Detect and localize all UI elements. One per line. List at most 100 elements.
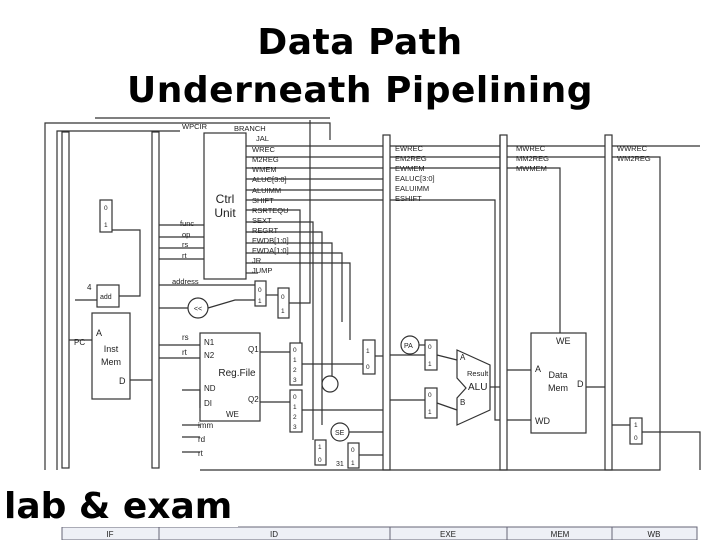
alu-a-mux-0: 0 — [428, 344, 432, 351]
wire-fwd — [246, 209, 301, 343]
inst-mem-name-1: Inst — [104, 344, 119, 354]
ctrl-out-7: ALUIMM — [252, 186, 281, 195]
alu-b-mux-0: 0 — [428, 392, 432, 399]
ctrl-out-13: FWDA[1:0] — [252, 246, 289, 255]
wb-mux — [629, 417, 643, 445]
fwd-a-2: 2 — [293, 367, 297, 374]
regfile-rt-in: rt — [182, 348, 188, 357]
stage-exe: EXE — [440, 530, 456, 539]
wb-sig-0: WWREC — [617, 144, 648, 153]
ctrl-out-3: WREC — [252, 145, 275, 154]
regfile-rd: rd — [198, 435, 205, 444]
stage-wb: WB — [648, 530, 661, 539]
regrt-mux — [314, 439, 327, 466]
data-mem-a: A — [535, 364, 541, 374]
inst-mem-name-2: Mem — [101, 357, 121, 367]
mux-jump-2-1: 1 — [281, 308, 285, 315]
data-mem-we: WE — [556, 336, 571, 346]
ex-sig-2: EWMEM — [395, 164, 425, 173]
regfile-n1: N1 — [204, 338, 215, 347]
ctrl-in-func: func — [180, 219, 194, 228]
regfile-box — [199, 332, 261, 422]
pc-mux — [99, 199, 113, 233]
ctrl-out-12: FWDB[1:0] — [252, 236, 289, 245]
regfile-rs: rs — [182, 333, 189, 342]
thirtyone-label: 31 — [336, 461, 344, 468]
inst-mem-d: D — [119, 376, 126, 386]
fwd-a-3: 3 — [293, 377, 297, 384]
regfile-imm: imm — [198, 421, 213, 430]
data-mem-wd: WD — [535, 416, 550, 426]
shift-label: << — [194, 306, 202, 313]
dest-mux-1: 1 — [351, 460, 355, 467]
ctrl-out-6: ALUC[3:0] — [252, 175, 287, 184]
ctrl-out-5: WMEM — [252, 165, 277, 174]
ctrl-unit-label-2: Unit — [214, 206, 236, 220]
ctrl-in-op: op — [182, 230, 190, 239]
wire-fwda — [246, 252, 343, 322]
pc-mux-0: 0 — [104, 205, 108, 212]
wire-shift-out — [207, 299, 255, 309]
pipeline-reg-id-ex-left — [151, 131, 160, 469]
wb-sig-1: WM2REG — [617, 154, 651, 163]
equal-compare — [321, 375, 339, 393]
ctrl-output-labels: WPCIR BRANCH JAL WREC M2REG WMEM ALUC[3:… — [182, 122, 289, 275]
regfile-we: WE — [226, 410, 239, 419]
data-mem-d: D — [577, 379, 584, 389]
stage-mem: MEM — [551, 530, 570, 539]
mem-sig-1: MM2REG — [516, 154, 549, 163]
inst-mem-a: A — [96, 328, 102, 338]
regrt-mux-1: 1 — [318, 444, 322, 451]
slide-title-line-1: Data Path — [257, 22, 463, 63]
regfile-n2: N2 — [204, 351, 215, 360]
wire-add-out — [112, 229, 141, 297]
add-label: add — [100, 294, 112, 301]
mem-sig-2: MWMEM — [516, 164, 547, 173]
pc-mux-1: 1 — [104, 222, 108, 229]
wire-fwdb — [246, 242, 333, 376]
ctrl-out-0: WPCIR — [182, 122, 208, 131]
wb-mux-0: 0 — [634, 435, 638, 442]
fwd-b-2: 2 — [293, 414, 297, 421]
stage-id: ID — [270, 530, 278, 539]
pipeline-reg-ex-mem — [499, 134, 508, 471]
alu-b-label: B — [460, 398, 465, 407]
slide-caption: lab & exam — [4, 486, 239, 527]
fwd-a-0: 0 — [293, 347, 297, 354]
ctrl-unit-label-1: Ctrl — [216, 192, 235, 206]
alu-a-mux-1: 1 — [428, 361, 432, 368]
regfile-di: DI — [204, 399, 212, 408]
alu-result-label: Result — [467, 369, 489, 378]
jr-mux-0: 0 — [366, 364, 370, 371]
pipeline-reg-if-id — [61, 131, 70, 469]
inst-mem-box — [91, 312, 131, 400]
mux-jump-1-0: 0 — [258, 287, 262, 294]
ctrl-out-14: JR — [252, 256, 262, 265]
se-label: SE — [335, 430, 345, 437]
ctrl-unit-box — [203, 132, 247, 280]
data-mem-box — [530, 332, 587, 434]
ex-sig-0: EWREC — [395, 144, 424, 153]
jr-mux — [362, 339, 376, 375]
dest-mux-0: 0 — [351, 447, 355, 454]
alu-a-label: A — [460, 353, 466, 362]
wire-top-feedback-2 — [56, 130, 180, 470]
data-mem-name-1: Data — [548, 370, 567, 380]
wire-regrt — [246, 221, 314, 440]
mux-jump-2-0: 0 — [281, 294, 285, 301]
pa-label: PA — [404, 343, 413, 350]
regfile-q1: Q1 — [248, 345, 259, 354]
fwd-b-3: 3 — [293, 424, 297, 431]
wire-alu-b — [436, 402, 458, 411]
ctrl-out-1: BRANCH — [234, 124, 266, 133]
wire-jump-target — [289, 120, 311, 304]
fwd-b-1: 1 — [293, 404, 297, 411]
stage-bar — [61, 526, 698, 540]
wire-nd — [182, 389, 201, 408]
wire-mwmem — [507, 167, 561, 333]
address-label: address — [172, 277, 199, 286]
ctrl-out-15: JUMP — [252, 266, 272, 275]
ctrl-out-8: SHIFT — [252, 196, 274, 205]
ex-sig-1: EM2REG — [395, 154, 427, 163]
